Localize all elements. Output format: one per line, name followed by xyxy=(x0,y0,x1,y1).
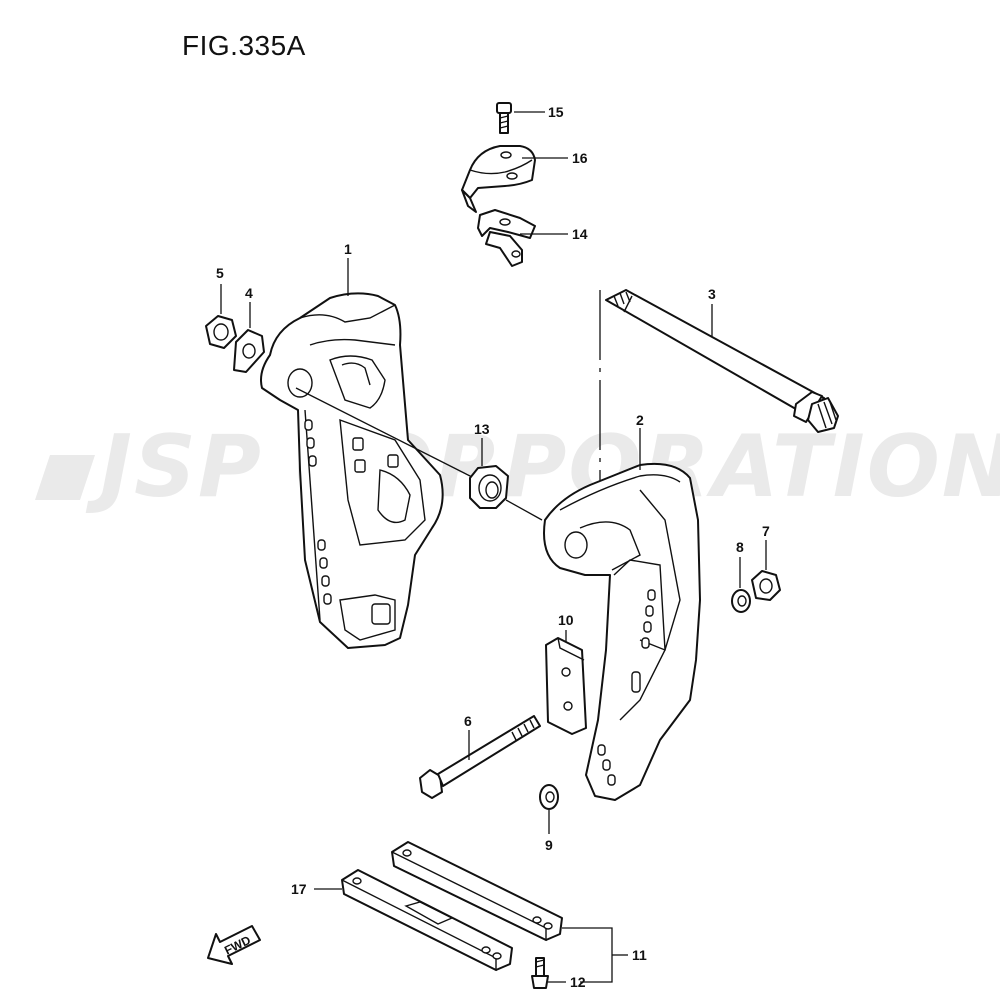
part-11-plate xyxy=(391,841,563,942)
callout-5: 5 xyxy=(216,265,224,281)
watermark: JSP CORPORATION xyxy=(35,417,1000,517)
axis-line-left xyxy=(295,387,475,479)
part-5-nut xyxy=(205,315,237,349)
part-6-bolt xyxy=(419,715,541,799)
part-12-screw xyxy=(531,957,549,989)
callout-2: 2 xyxy=(636,412,644,428)
callout-1: 1 xyxy=(344,241,352,257)
part-1-clamp-bracket xyxy=(260,292,444,649)
watermark-text: JSP CORPORATION xyxy=(85,417,1000,517)
part-7-nut xyxy=(751,570,781,601)
callout-8: 8 xyxy=(736,539,744,555)
callout-12: 12 xyxy=(570,974,586,990)
callout-15: 15 xyxy=(548,104,564,120)
callout-7: 7 xyxy=(762,523,770,539)
part-2-clamp-bracket xyxy=(543,462,701,801)
part-10-plate xyxy=(545,637,587,735)
part-15-bolt xyxy=(496,102,512,134)
callout-11: 11 xyxy=(632,947,647,963)
fwd-arrow-icon: FWD xyxy=(207,925,261,965)
callout-16: 16 xyxy=(572,150,588,166)
part-4-washer xyxy=(233,329,265,373)
part-14-bracket xyxy=(477,209,536,267)
callout-17: 17 xyxy=(291,881,307,897)
callout-13: 13 xyxy=(474,421,490,437)
callout-3: 3 xyxy=(708,286,716,302)
part-17-plate xyxy=(341,869,513,972)
axis-line-mid xyxy=(505,499,543,521)
part-9-washer xyxy=(539,784,559,810)
callout-14: 14 xyxy=(572,226,588,242)
part-8-washer xyxy=(731,589,751,613)
part-3-tilt-tube xyxy=(605,289,839,433)
callout-4: 4 xyxy=(245,285,253,301)
callout-10: 10 xyxy=(558,612,574,628)
callout-9: 9 xyxy=(545,837,553,853)
part-13-bushing xyxy=(469,465,509,509)
callout-6: 6 xyxy=(464,713,472,729)
part-16-cover xyxy=(461,145,536,213)
figure-title: FIG.335A xyxy=(182,30,306,61)
